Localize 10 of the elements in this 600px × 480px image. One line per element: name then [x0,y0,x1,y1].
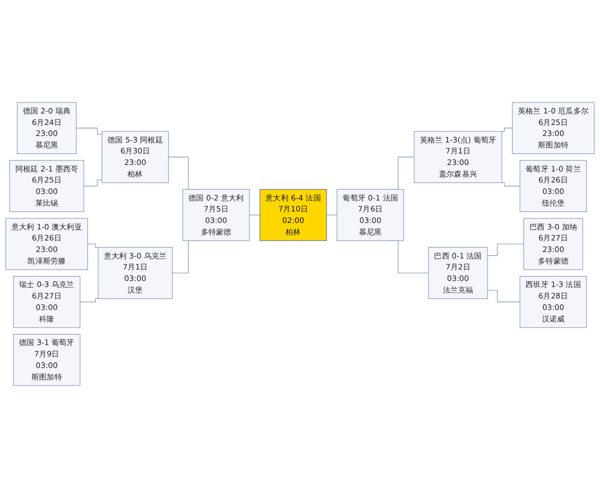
connector [80,298,98,302]
connector [487,290,520,302]
connector [487,244,524,256]
connector [326,214,338,216]
connector [87,244,98,248]
connector [501,128,513,132]
connector [249,214,260,216]
connector [76,128,102,135]
connector [501,182,520,186]
connector [84,180,102,186]
